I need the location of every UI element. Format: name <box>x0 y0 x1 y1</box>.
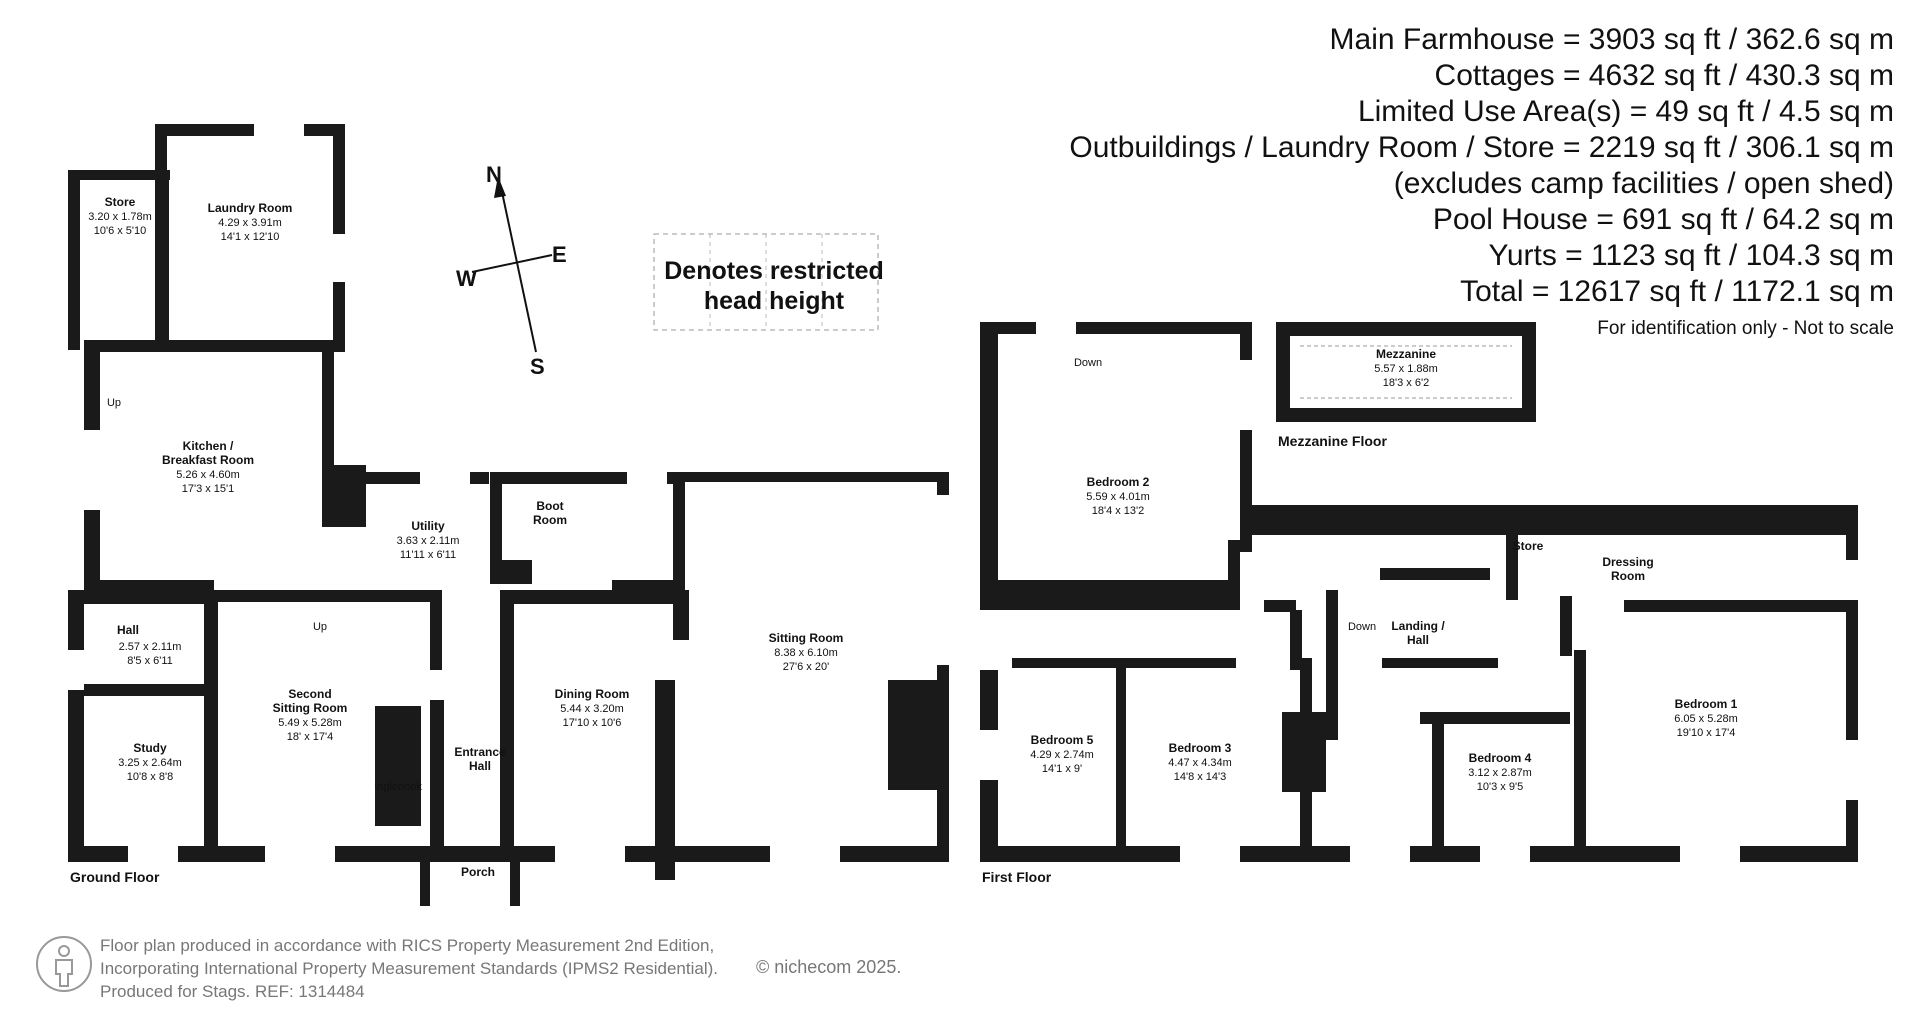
area-excludes-note: (excludes camp facilities / open shed) <box>1393 167 1894 200</box>
room-dining-metric: 5.44 x 3.20m <box>560 703 624 715</box>
area-main-farmhouse: Main Farmhouse = 3903 sq ft / 362.6 sq m <box>1329 23 1894 56</box>
first-floor-labels: Bedroom 2 5.59 x 4.01m 18'4 x 13'2 Mezza… <box>1030 347 1738 793</box>
room-sitting: Sitting Room <box>769 631 844 645</box>
room-second-sitting-imperial: 18' x 17'4 <box>287 731 333 743</box>
room-bedroom3-imperial: 14'8 x 14'3 <box>1174 771 1227 783</box>
room-hall-imperial: 8'5 x 6'11 <box>127 655 173 667</box>
room-bedroom5: Bedroom 5 <box>1031 733 1094 747</box>
room-study: Study <box>133 741 167 755</box>
area-pool-house: Pool House = 691 sq ft / 64.2 sq m <box>1432 203 1894 236</box>
room-utility-imperial: 11'11 x 6'11 <box>400 549 456 561</box>
scale-note: For identification only - Not to scale <box>1597 318 1894 339</box>
room-utility-metric: 3.63 x 2.11m <box>397 535 460 547</box>
stair-down-landing: Down <box>1348 621 1376 633</box>
room-study-imperial: 10'8 x 8'8 <box>127 771 173 783</box>
room-second-sitting-1: Second <box>288 687 331 701</box>
ground-floor-labels: Store 3.20 x 1.78m 10'6 x 5'10 Laundry R… <box>88 195 843 879</box>
floor-label-mezzanine: Mezzanine Floor <box>1278 433 1387 449</box>
room-bedroom4-imperial: 10'3 x 9'5 <box>1477 781 1523 793</box>
stair-up-kitchen: Up <box>107 397 121 409</box>
room-sitting-metric: 8.38 x 6.10m <box>774 647 838 659</box>
room-laundry-imperial: 14'1 x 12'10 <box>221 231 280 243</box>
room-bedroom5-metric: 4.29 x 2.74m <box>1030 749 1094 761</box>
room-second-sitting-2: Sitting Room <box>273 701 348 715</box>
room-store-ground-metric: 3.20 x 1.78m <box>88 211 152 223</box>
room-bedroom3: Bedroom 3 <box>1169 741 1232 755</box>
restricted-height-box <box>653 233 879 331</box>
room-landing-2: Hall <box>1407 633 1429 647</box>
ground-floor-walls <box>68 124 949 906</box>
room-dining: Dining Room <box>555 687 630 701</box>
room-porch: Porch <box>461 865 495 879</box>
area-total: Total = 12617 sq ft / 1172.1 sq m <box>1460 275 1894 308</box>
room-bedroom2-imperial: 18'4 x 13'2 <box>1092 505 1145 517</box>
room-mezzanine: Mezzanine <box>1376 347 1436 361</box>
area-outbuildings: Outbuildings / Laundry Room / Store = 22… <box>1069 131 1894 164</box>
compass-east: E <box>552 242 567 267</box>
mezzanine-outline <box>1276 322 1536 422</box>
compass-north: N <box>486 162 502 187</box>
room-kitchen-imperial: 17'3 x 15'1 <box>182 483 235 495</box>
room-bedroom4: Bedroom 4 <box>1469 751 1532 765</box>
area-limited-use: Limited Use Area(s) = 49 sq ft / 4.5 sq … <box>1357 95 1894 128</box>
room-store-ground-imperial: 10'6 x 5'10 <box>94 225 147 237</box>
measurement-person-icon <box>36 936 92 992</box>
room-entrance-1: Entrance <box>454 745 506 759</box>
room-mezzanine-metric: 5.57 x 1.88m <box>1374 363 1438 375</box>
room-inglenook: Inglenook <box>374 781 422 793</box>
ground-floor-windows <box>68 124 949 862</box>
room-bedroom3-metric: 4.47 x 4.34m <box>1168 757 1232 769</box>
footer-line-2: Incorporating International Property Mea… <box>100 959 718 978</box>
compass-south: S <box>530 354 545 379</box>
room-boot-2: Room <box>533 513 567 527</box>
room-kitchen-1: Kitchen / <box>183 439 234 453</box>
room-study-metric: 3.25 x 2.64m <box>118 757 182 769</box>
footer-credit: © nichecom 2025. <box>756 957 902 977</box>
stair-down-bedroom2: Down <box>1074 357 1102 369</box>
room-store-first: Store <box>1513 539 1544 553</box>
floor-label-first: First Floor <box>982 869 1052 885</box>
room-utility: Utility <box>411 519 445 533</box>
area-cottages: Cottages = 4632 sq ft / 430.3 sq m <box>1434 59 1894 92</box>
room-kitchen-2: Breakfast Room <box>162 453 254 467</box>
footer-line-1: Floor plan produced in accordance with R… <box>100 936 715 955</box>
room-store-ground: Store <box>105 195 136 209</box>
compass: N S E W <box>456 162 567 379</box>
room-bedroom2-metric: 5.59 x 4.01m <box>1086 491 1150 503</box>
room-dressing-1: Dressing <box>1602 555 1653 569</box>
stair-up-sitting: Up <box>313 621 327 633</box>
room-landing-1: Landing / <box>1391 619 1445 633</box>
room-bedroom2: Bedroom 2 <box>1087 475 1150 489</box>
room-laundry-metric: 4.29 x 3.91m <box>218 217 282 229</box>
room-bedroom1-imperial: 19'10 x 17'4 <box>1677 727 1736 739</box>
room-laundry: Laundry Room <box>208 201 293 215</box>
room-kitchen-metric: 5.26 x 4.60m <box>176 469 240 481</box>
room-hall-metric: 2.57 x 2.11m <box>119 641 182 653</box>
room-entrance-2: Hall <box>469 759 491 773</box>
room-hall: Hall <box>117 623 139 637</box>
room-mezzanine-imperial: 18'3 x 6'2 <box>1383 377 1429 389</box>
room-dining-imperial: 17'10 x 10'6 <box>563 717 622 729</box>
first-floor-windows <box>980 322 1858 862</box>
room-second-sitting-metric: 5.49 x 5.28m <box>278 717 342 729</box>
room-bedroom1-metric: 6.05 x 5.28m <box>1674 713 1738 725</box>
room-dressing-2: Room <box>1611 569 1645 583</box>
footer-line-3: Produced for Stags. REF: 1314484 <box>100 982 365 1001</box>
compass-west: W <box>456 266 477 291</box>
restricted-height-legend: Denotes restricted head height <box>664 257 884 315</box>
room-sitting-imperial: 27'6 x 20' <box>783 661 829 673</box>
floor-label-ground: Ground Floor <box>70 869 160 885</box>
footer-notes: Floor plan produced in accordance with R… <box>100 934 718 1003</box>
room-bedroom1: Bedroom 1 <box>1675 697 1738 711</box>
room-bedroom5-imperial: 14'1 x 9' <box>1042 763 1082 775</box>
area-summary: Main Farmhouse = 3903 sq ft / 362.6 sq m… <box>1069 22 1894 342</box>
area-yurts: Yurts = 1123 sq ft / 104.3 sq m <box>1488 239 1894 272</box>
room-boot-1: Boot <box>536 499 563 513</box>
room-bedroom4-metric: 3.12 x 2.87m <box>1468 767 1532 779</box>
